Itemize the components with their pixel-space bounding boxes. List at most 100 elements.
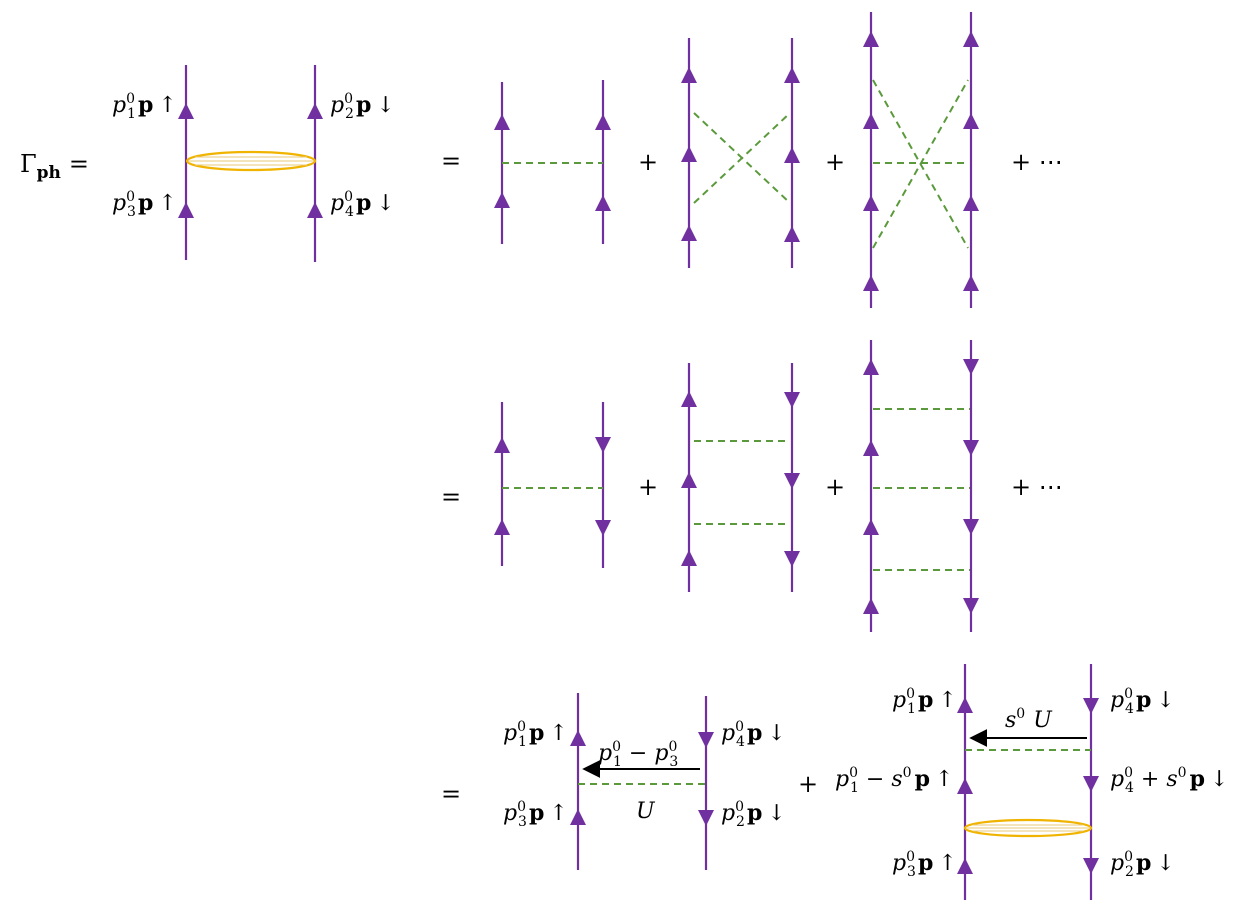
- row2-plus-2: +: [825, 473, 845, 501]
- row3-diagram-1: [570, 693, 714, 870]
- fermion-arrow-down-icon: [963, 359, 979, 375]
- fermion-arrow-down-icon: [1083, 698, 1099, 714]
- row1-diagram-1: [494, 80, 611, 244]
- fermion-arrow-up-icon: [570, 809, 586, 825]
- fermion-arrow-up-icon: [863, 598, 879, 614]
- fermion-arrow-up-icon: [863, 195, 879, 211]
- row1-plus-2: +: [825, 148, 845, 176]
- row3-diagram-2: [957, 664, 1099, 900]
- row2-diagram-3: [863, 340, 979, 632]
- fermion-arrow-up-icon: [863, 275, 879, 291]
- fermion-arrow-up-icon: [494, 437, 510, 453]
- row1-equals: =: [441, 147, 461, 175]
- fermion-arrow-down-icon: [963, 519, 979, 535]
- row1-d1-arrows: [494, 114, 611, 211]
- fermion-arrow-up-icon: [494, 519, 510, 535]
- fermion-arrow-down-icon: [963, 598, 979, 614]
- row3-d2-arrows: [957, 697, 1099, 874]
- fermion-arrow-up-icon: [307, 103, 323, 119]
- fermion-arrow-up-icon: [681, 391, 697, 407]
- row3-d1-arrows: [570, 730, 714, 826]
- row3-d1-coupling-label: U: [636, 799, 656, 824]
- fermion-arrow-up-icon: [957, 858, 973, 874]
- fermion-arrow-up-icon: [178, 103, 194, 119]
- fermion-arrow-up-icon: [963, 275, 979, 291]
- fermion-arrow-up-icon: [307, 202, 323, 218]
- fermion-arrow-down-icon: [1083, 858, 1099, 874]
- row2-d3-arrows: [863, 359, 979, 614]
- fermion-arrow-up-icon: [570, 730, 586, 746]
- row1-ellipsis: + ⋯: [1011, 148, 1063, 176]
- fermion-arrow-up-icon: [957, 697, 973, 713]
- row1-d2-arrows: [681, 67, 800, 242]
- row1-diagram-2: [681, 38, 800, 268]
- fermion-arrow-up-icon: [963, 195, 979, 211]
- row2-d2-arrows: [681, 391, 800, 567]
- fermion-arrow-up-icon: [681, 472, 697, 488]
- lhs-vertex-ellipse: [185, 150, 317, 172]
- lhs-diagram: [178, 65, 323, 262]
- lhs-arrows: [178, 103, 323, 218]
- row1-diagram-3: [863, 12, 979, 308]
- fermion-arrow-down-icon: [1083, 776, 1099, 792]
- fermion-arrow-up-icon: [963, 31, 979, 47]
- fermion-arrow-up-icon: [957, 778, 973, 794]
- fermion-arrow-down-icon: [784, 473, 800, 489]
- row3-equals: =: [441, 780, 461, 808]
- fermion-arrow-down-icon: [595, 437, 611, 453]
- row2-equals: =: [441, 483, 461, 511]
- fermion-arrow-up-icon: [863, 440, 879, 456]
- row1-plus-1: +: [638, 148, 658, 176]
- fermion-arrow-up-icon: [178, 202, 194, 218]
- fermion-arrow-up-icon: [681, 67, 697, 83]
- row2-diagram-1: [494, 402, 611, 568]
- row2-plus-1: +: [638, 473, 658, 501]
- fermion-arrow-up-icon: [681, 550, 697, 566]
- fermion-arrow-up-icon: [681, 146, 697, 162]
- fermion-arrow-up-icon: [863, 31, 879, 47]
- fermion-arrow-down-icon: [595, 520, 611, 536]
- fermion-arrow-up-icon: [963, 113, 979, 129]
- fermion-arrow-up-icon: [863, 359, 879, 375]
- fermion-arrow-down-icon: [698, 732, 714, 748]
- row2-diagram-2: [681, 363, 800, 592]
- fermion-arrow-up-icon: [494, 192, 510, 208]
- fermion-arrow-down-icon: [963, 440, 979, 456]
- fermion-arrow-down-icon: [784, 392, 800, 408]
- fermion-arrow-up-icon: [784, 147, 800, 163]
- fermion-arrow-up-icon: [595, 195, 611, 211]
- row2-d1-arrows: [494, 437, 611, 536]
- fermion-arrow-down-icon: [698, 810, 714, 826]
- fermion-arrow-up-icon: [863, 519, 879, 535]
- fermion-arrow-up-icon: [784, 226, 800, 242]
- lhs-gamma-symbol: Γph=: [20, 150, 89, 183]
- fermion-arrow-up-icon: [681, 225, 697, 241]
- fermion-arrow-up-icon: [863, 113, 879, 129]
- row2-ellipsis: + ⋯: [1011, 473, 1063, 501]
- row1-d3-arrows: [863, 31, 979, 291]
- fermion-arrow-up-icon: [494, 114, 510, 130]
- svg-text:Γph=: Γph=: [20, 150, 89, 183]
- fermion-arrow-down-icon: [784, 551, 800, 567]
- row3-d2-vertex-ellipse: [963, 818, 1093, 838]
- fermion-arrow-up-icon: [595, 114, 611, 130]
- row3-plus: +: [798, 770, 818, 798]
- fermion-arrow-up-icon: [784, 67, 800, 83]
